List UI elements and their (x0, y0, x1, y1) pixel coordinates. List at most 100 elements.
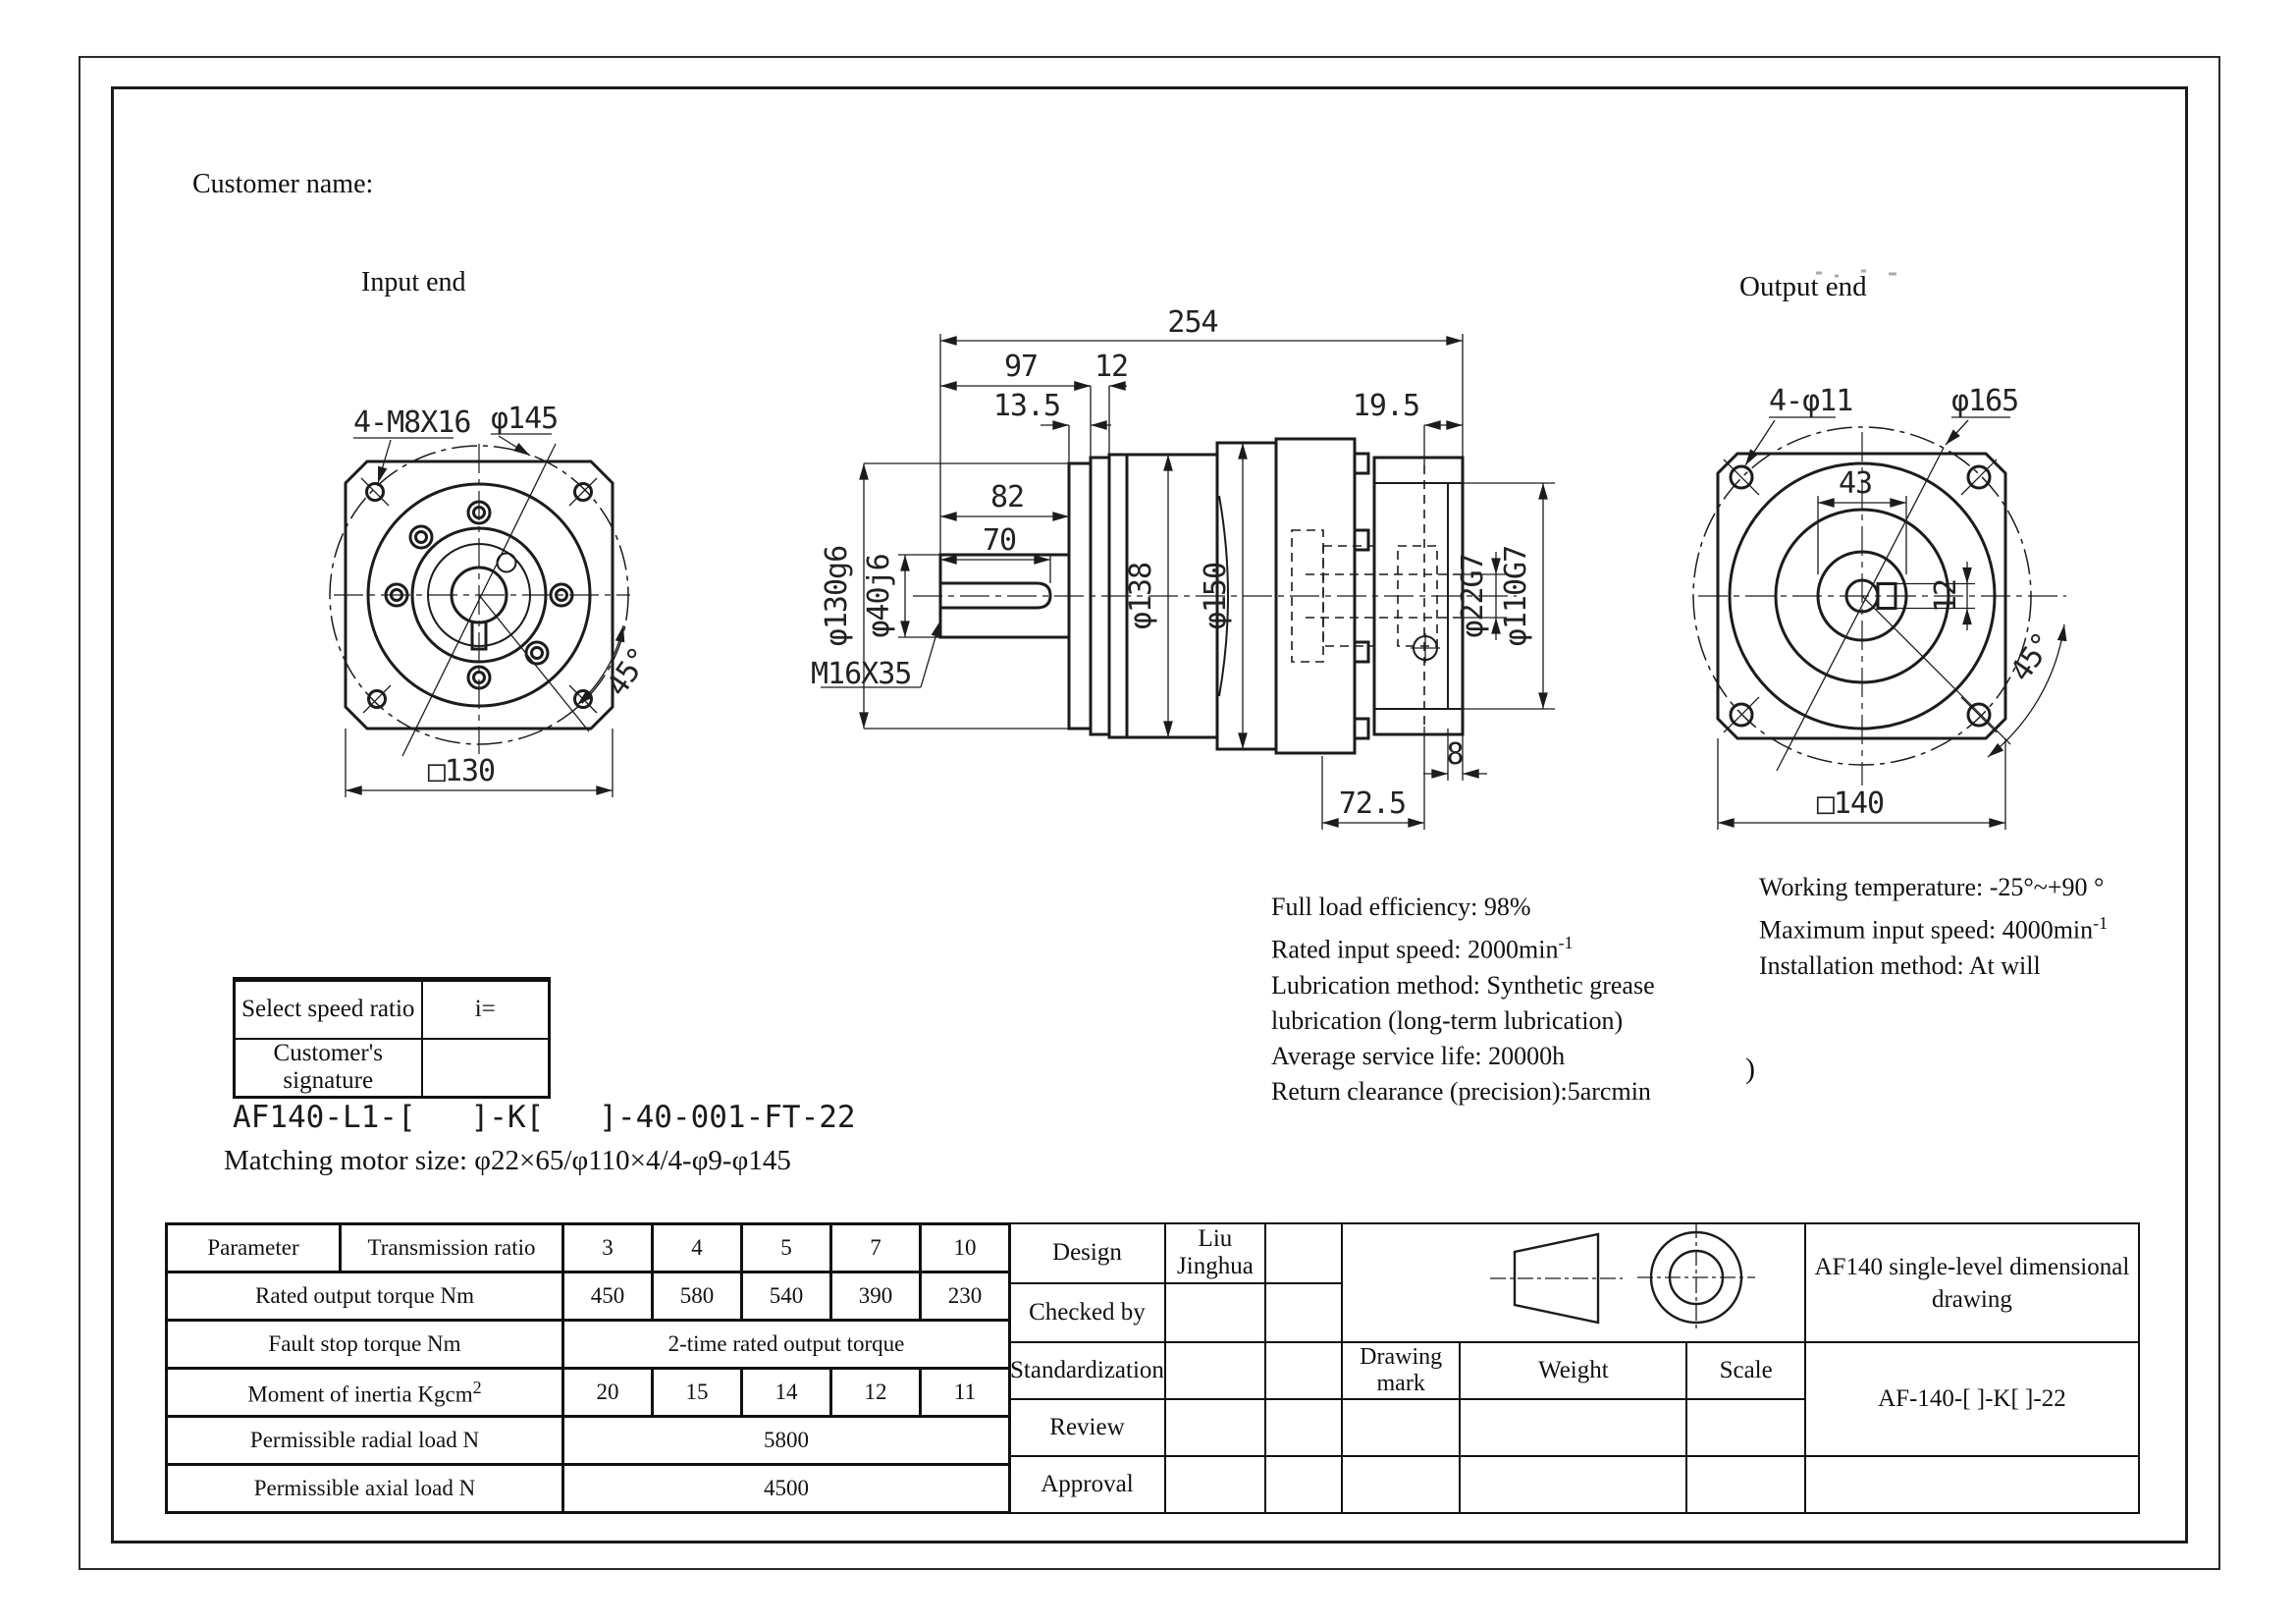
spec-block-right: Working temperature: -25°~+90 ° Maximum … (1759, 870, 2211, 984)
part-number-cell: AF-140-[ ]-K[ ]-22 (1803, 1341, 2140, 1457)
dim-input-square: □130 (428, 754, 495, 788)
ratio-label-cell: Select speed ratio (233, 978, 423, 1040)
signature-label-cell: Customer's signature (233, 1037, 423, 1099)
dim-side-bore-dia: φ22G7 (1456, 554, 1490, 637)
dim-input-bolt-thread: 4-M8X16 (353, 406, 470, 440)
dim-input-bolt-circle: φ145 (491, 402, 558, 436)
checked-name-cell[interactable] (1163, 1281, 1266, 1343)
bottom-right-cell[interactable] (1803, 1455, 2140, 1514)
dim-side-pilot-dia: φ130g6 (820, 546, 854, 646)
review-date-cell[interactable] (1263, 1398, 1343, 1457)
dim-output-angle: 45° (2003, 627, 2060, 688)
design-date-cell[interactable] (1263, 1222, 1343, 1284)
dim-side-19-5: 19.5 (1353, 389, 1419, 423)
input-end-title: Input end (361, 267, 466, 298)
spec-efficiency: Full load efficiency: 98% (1271, 893, 1531, 921)
first-angle-projection-icon (1489, 1222, 1755, 1332)
faint-artifact-marks (1816, 269, 1896, 278)
inertia-val-3: 12 (829, 1367, 922, 1418)
title-row-design: Design (1008, 1222, 1166, 1284)
row-label-radial-load: Permissible radial load N (165, 1415, 564, 1466)
standardization-name-cell[interactable] (1163, 1341, 1266, 1400)
fault-stop-value: 2-time rated output torque (561, 1319, 1011, 1370)
weight-value[interactable] (1459, 1398, 1688, 1457)
checked-date-cell[interactable] (1263, 1281, 1343, 1343)
dim-side-13-5: 13.5 (993, 389, 1060, 423)
bottom-mark-cell[interactable] (1340, 1455, 1462, 1514)
spec-installation: Installation method: At will (1759, 950, 2041, 980)
torque-val-0: 450 (561, 1271, 654, 1322)
ratio-col-0: 3 (561, 1222, 654, 1273)
drawing-title-cell: AF140 single-level dimensional drawing (1803, 1222, 2140, 1343)
dim-output-key: 12 (1929, 579, 1963, 613)
border-inner (111, 86, 2188, 1543)
dim-side-shaft-dia: φ40j6 (862, 554, 896, 637)
inertia-val-0: 20 (561, 1367, 654, 1418)
spec-return-clearance: Return clearance (precision):5arcmin (1271, 1076, 1651, 1106)
scale-value[interactable] (1685, 1398, 1806, 1457)
radial-load-value: 5800 (561, 1415, 1011, 1466)
border-outer (79, 56, 2220, 1570)
order-code: AF140-L1-[ ]-K[ ]-40-001-FT-22 (233, 1100, 856, 1135)
approval-date-cell[interactable] (1263, 1455, 1343, 1514)
speed-ratio-table: Select speed ratio i= Customer's signatu… (233, 977, 551, 1099)
spec-max-input-speed: Maximum input speed: 4000min-1 (1759, 913, 2109, 945)
bottom-weight-cell[interactable] (1459, 1455, 1688, 1514)
torque-val-3: 390 (829, 1271, 922, 1322)
ratio-col-4: 10 (919, 1222, 1011, 1273)
row-label-fault-stop: Fault stop torque Nm (165, 1319, 564, 1370)
dim-output-hub: 43 (1839, 466, 1872, 501)
dim-side-total: 254 (1167, 305, 1217, 340)
title-block: Design Liu Jinghua AF140 single-level di… (1008, 1222, 2140, 1514)
drawing-mark-value[interactable] (1340, 1398, 1462, 1457)
weight-header: Weight (1459, 1341, 1688, 1400)
side-section-view: 254 97 12 13.5 19.5 82 70 φ130g6 φ40j6 M… (811, 305, 1555, 830)
dim-input-angle: 45° (600, 642, 657, 703)
inertia-val-4: 11 (919, 1367, 1011, 1418)
ratio-col-2: 5 (740, 1222, 832, 1273)
bottom-scale-cell[interactable] (1685, 1455, 1806, 1514)
approval-name-cell[interactable] (1163, 1455, 1266, 1514)
matching-motor-size: Matching motor size: φ22×65/φ110×4/4-φ9-… (224, 1145, 791, 1176)
dim-output-bolt-holes: 4-φ11 (1769, 384, 1852, 418)
drawing-mark-header: Drawing mark (1340, 1341, 1462, 1400)
spec-working-temp: Working temperature: -25°~+90 ° (1759, 873, 2105, 901)
projection-symbol-cell (1340, 1222, 1806, 1343)
param-header-cell: Transmission ratio (339, 1222, 564, 1273)
spec-lubrication-1: Lubrication method: Synthetic grease (1271, 970, 1655, 1000)
design-name-cell: Liu Jinghua (1163, 1222, 1266, 1284)
dim-side-97: 97 (1004, 350, 1038, 384)
dim-side-end-thread: M16X35 (811, 657, 911, 691)
spec-rated-input-speed: Rated input speed: 2000min-1 (1271, 933, 1574, 964)
customer-name-label: Customer name: (192, 169, 374, 199)
stray-paren-mark: ) (1745, 1053, 1755, 1085)
inertia-val-1: 15 (651, 1367, 743, 1418)
ratio-col-1: 4 (651, 1222, 743, 1273)
torque-val-2: 540 (740, 1271, 832, 1322)
signature-value-cell[interactable] (420, 1037, 551, 1099)
row-label-torque: Rated output torque Nm (165, 1271, 564, 1322)
row-label-axial-load: Permissible axial load N (165, 1463, 564, 1514)
input-end-view: 4-M8X16 φ145 45° □130 (329, 402, 657, 797)
dim-side-spigot-dia: φ110G7 (1499, 546, 1533, 646)
parameter-table: Parameter Transmission ratio 3 4 5 7 10 … (165, 1222, 1011, 1514)
scale-header: Scale (1685, 1341, 1806, 1400)
title-row-approval: Approval (1008, 1455, 1166, 1514)
axial-load-value: 4500 (561, 1463, 1011, 1514)
standardization-date-cell[interactable] (1263, 1341, 1343, 1400)
dim-side-72-5: 72.5 (1339, 786, 1406, 821)
dim-side-12: 12 (1095, 350, 1128, 384)
spec-service-life: Average service life: 20000h (1271, 1041, 1566, 1070)
ratio-value-cell[interactable]: i= (420, 978, 551, 1040)
spec-block-left: Full load efficiency: 98% Rated input sp… (1271, 890, 1733, 1110)
row-label-inertia: Moment of inertia Kgcm2 (165, 1367, 564, 1418)
dim-side-body-dia2: φ150 (1199, 563, 1233, 629)
dim-side-70: 70 (983, 523, 1016, 558)
inertia-val-2: 14 (740, 1367, 832, 1418)
spec-lubrication-2: lubrication (long-term lubrication) (1271, 1005, 1624, 1035)
dim-output-square: □140 (1817, 786, 1884, 821)
review-name-cell[interactable] (1163, 1398, 1266, 1457)
ratio-col-3: 7 (829, 1222, 922, 1273)
dim-side-8: 8 (1446, 737, 1463, 772)
